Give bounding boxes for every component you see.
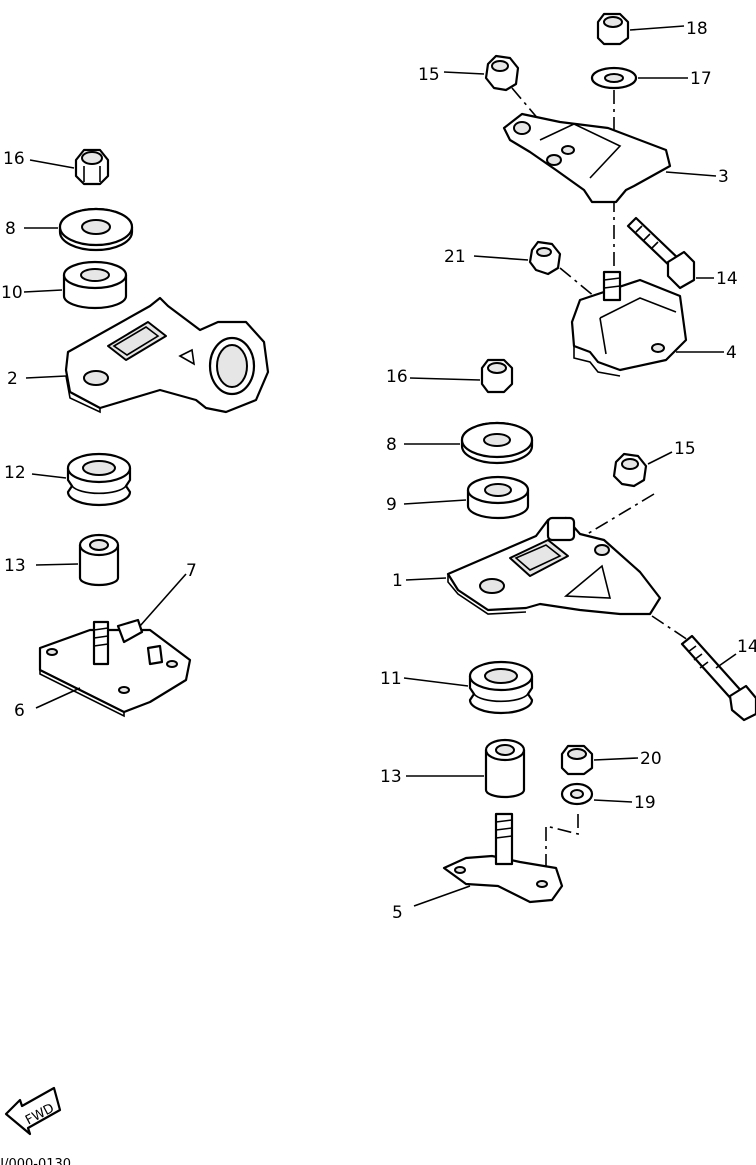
callout-10: 10 bbox=[1, 283, 23, 303]
callout-13-right: 13 bbox=[380, 767, 402, 787]
part-13-collar-right bbox=[484, 738, 526, 799]
part-16-nut-left bbox=[74, 148, 110, 186]
part-6-plate bbox=[38, 618, 192, 718]
part-18-nut bbox=[596, 12, 630, 46]
part-8-washer-right bbox=[460, 421, 534, 465]
callout-19: 19 bbox=[634, 793, 656, 813]
part-15-nut-lower bbox=[612, 452, 648, 488]
part-19-washer bbox=[560, 782, 594, 806]
part-16-nut-right bbox=[480, 358, 514, 394]
callout-20: 20 bbox=[640, 749, 662, 769]
part-12-grommet bbox=[66, 452, 132, 507]
callout-18: 18 bbox=[686, 19, 708, 39]
part-11-grommet bbox=[468, 660, 534, 715]
part-20-nut bbox=[560, 744, 594, 776]
callout-21: 21 bbox=[444, 247, 466, 267]
callout-12-left: 12 bbox=[4, 463, 26, 483]
callout-16-right: 16 bbox=[386, 367, 408, 387]
callout-15-upper: 15 bbox=[418, 65, 440, 85]
part-9-bushing bbox=[466, 475, 530, 520]
part-4-engine-mount bbox=[570, 270, 688, 377]
callout-5: 5 bbox=[392, 903, 403, 923]
part-14-bolt-lower bbox=[680, 634, 756, 722]
callout-8-right: 8 bbox=[386, 435, 397, 455]
fwd-arrow-icon: FWD bbox=[4, 1086, 62, 1136]
callout-17: 17 bbox=[690, 69, 712, 89]
footer-code: 6J/000-0130 bbox=[0, 1157, 71, 1165]
callout-1: 1 bbox=[392, 571, 403, 591]
callout-13-left: 13 bbox=[4, 556, 26, 576]
part-17-washer bbox=[590, 66, 638, 90]
callout-15-lower: 15 bbox=[674, 439, 696, 459]
part-21-nut bbox=[528, 240, 562, 276]
part-8-washer-left bbox=[58, 207, 134, 252]
callout-2: 2 bbox=[7, 369, 18, 389]
callout-9: 9 bbox=[386, 495, 397, 515]
callout-14-lower: 14 bbox=[737, 637, 756, 657]
part-2-bracket bbox=[64, 296, 270, 414]
part-5-plate bbox=[442, 812, 564, 904]
callout-14-upper: 14 bbox=[716, 269, 738, 289]
part-10-bushing bbox=[62, 260, 128, 310]
callout-3: 3 bbox=[718, 167, 729, 187]
part-3-bracket bbox=[502, 112, 672, 204]
part-15-nut-upper bbox=[484, 54, 520, 92]
callout-16-left: 16 bbox=[3, 149, 25, 169]
part-1-bracket bbox=[446, 516, 662, 616]
callout-4: 4 bbox=[726, 343, 737, 363]
callout-7: 7 bbox=[186, 561, 197, 581]
callout-11: 11 bbox=[380, 669, 402, 689]
callout-6: 6 bbox=[14, 701, 25, 721]
callout-8-left: 8 bbox=[5, 219, 16, 239]
part-13-collar-left bbox=[78, 533, 120, 587]
part-14-bolt-upper bbox=[626, 216, 696, 290]
